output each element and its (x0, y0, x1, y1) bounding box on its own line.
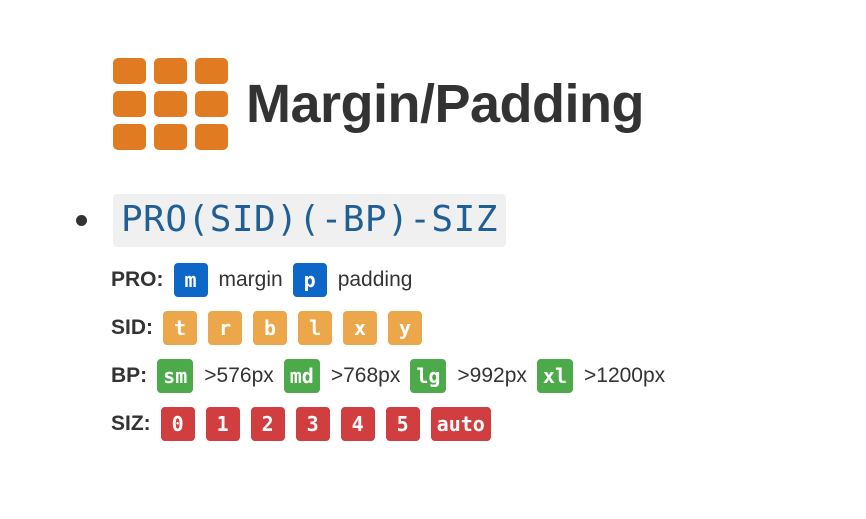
row-sid: SID: t r b l x y (111, 310, 675, 346)
badge-siz-4: 4 (340, 407, 375, 441)
bullet-dot (76, 215, 87, 227)
row-siz: SIZ: 0 1 2 3 4 5 auto (111, 406, 675, 442)
badge-siz-auto: auto (430, 407, 491, 441)
row-label-pro: PRO: (111, 268, 164, 291)
desc-pro-p: padding (337, 268, 413, 291)
desc-bp-sm: >576px (204, 364, 274, 387)
desc-bp-lg: >992px (457, 364, 527, 387)
grid-cell (154, 91, 187, 117)
badge-sid-y: y (388, 311, 422, 345)
desc-pro-m: margin (218, 268, 283, 291)
badge-siz-5: 5 (385, 407, 420, 441)
badge-bp-lg: lg (410, 359, 447, 393)
row-bp: BP: sm >576px md >768px lg >992px xl >12… (111, 358, 675, 394)
badge-siz-2: 2 (250, 407, 285, 441)
badge-sid-x: x (343, 311, 377, 345)
badge-pro-p: p (292, 263, 327, 297)
row-label-sid: SID: (111, 316, 153, 339)
desc-bp-md: >768px (330, 364, 401, 387)
grid-cell (113, 91, 146, 117)
badge-bp-md: md (283, 359, 320, 393)
grid-cell (113, 58, 146, 84)
syntax-pattern: PRO(SID)(-BP)-SIZ (113, 194, 506, 248)
grid-3x3-icon (113, 58, 228, 150)
grid-cell (154, 124, 187, 150)
page-title: Margin/Padding (246, 74, 645, 134)
grid-cell (195, 58, 228, 84)
badge-bp-sm: sm (157, 359, 194, 393)
grid-cell (113, 124, 146, 150)
grid-cell (195, 91, 228, 117)
badge-pro-m: m (173, 263, 208, 297)
desc-bp-xl: >1200px (584, 364, 666, 387)
row-pro: PRO: m margin p padding (111, 262, 675, 298)
row-label-siz: SIZ: (111, 412, 151, 435)
badge-sid-b: b (253, 311, 287, 345)
grid-cell (195, 124, 228, 150)
row-label-bp: BP: (111, 364, 148, 387)
badge-siz-1: 1 (205, 407, 240, 441)
legend-rows: PRO: m margin p padding SID: t r b l x y… (111, 262, 675, 454)
header: Margin/Padding (113, 58, 645, 150)
syntax-bullet: PRO(SID)(-BP)-SIZ (76, 194, 506, 248)
badge-bp-xl: xl (536, 359, 573, 393)
badge-sid-l: l (298, 311, 332, 345)
badge-sid-r: r (208, 311, 242, 345)
badge-siz-3: 3 (295, 407, 330, 441)
badge-siz-0: 0 (160, 407, 195, 441)
badge-sid-t: t (163, 311, 197, 345)
grid-cell (154, 58, 187, 84)
